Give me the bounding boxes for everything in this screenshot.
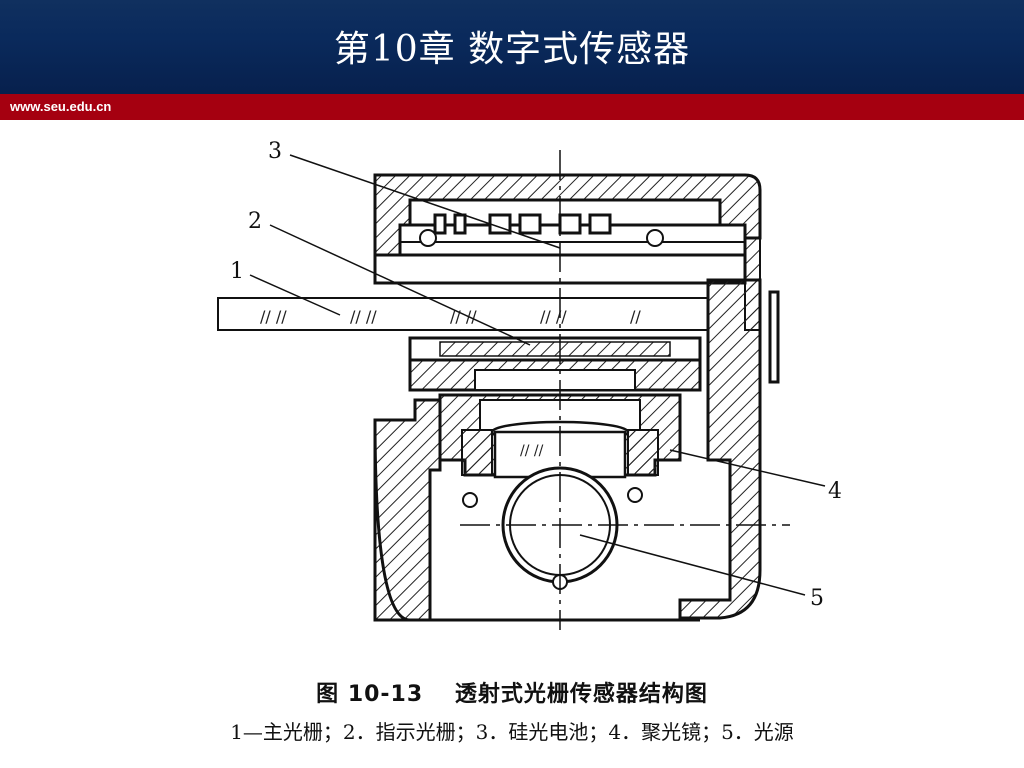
site-url: www.seu.edu.cn <box>10 99 112 114</box>
callout-3: 3 <box>268 139 282 164</box>
right-housing <box>678 278 762 620</box>
svg-text:// //: // // <box>350 307 377 326</box>
svg-text://: // <box>630 307 641 326</box>
callout-2: 2 <box>248 209 262 234</box>
centerlines <box>460 150 790 630</box>
callout-1: 1 <box>230 259 244 284</box>
leader-lines <box>249 154 826 596</box>
svg-text:// //: // // <box>260 307 287 326</box>
indicator-grating <box>408 336 702 392</box>
light-source <box>462 466 643 590</box>
callout-4: 4 <box>828 479 842 504</box>
svg-text:// //: // // <box>520 443 544 459</box>
svg-text:// //: // // <box>540 307 567 326</box>
grating-sensor-diagram: // // // // // // // // // // // <box>217 139 842 630</box>
figure-caption: 图 10-13 透射式光栅传感器结构图 <box>316 682 708 707</box>
slide-title: 第10章 数字式传感器 <box>333 29 691 70</box>
lower-housing <box>373 398 700 622</box>
header-banner: www.seu.edu.cn <box>0 94 1024 120</box>
slide-header: 第10章 数字式传感器 <box>0 0 1024 94</box>
callout-5: 5 <box>810 586 824 611</box>
figure-legend: 1—主光栅；2．指示光栅；3．硅光电池；4．聚光镜；5．光源 <box>230 720 794 744</box>
